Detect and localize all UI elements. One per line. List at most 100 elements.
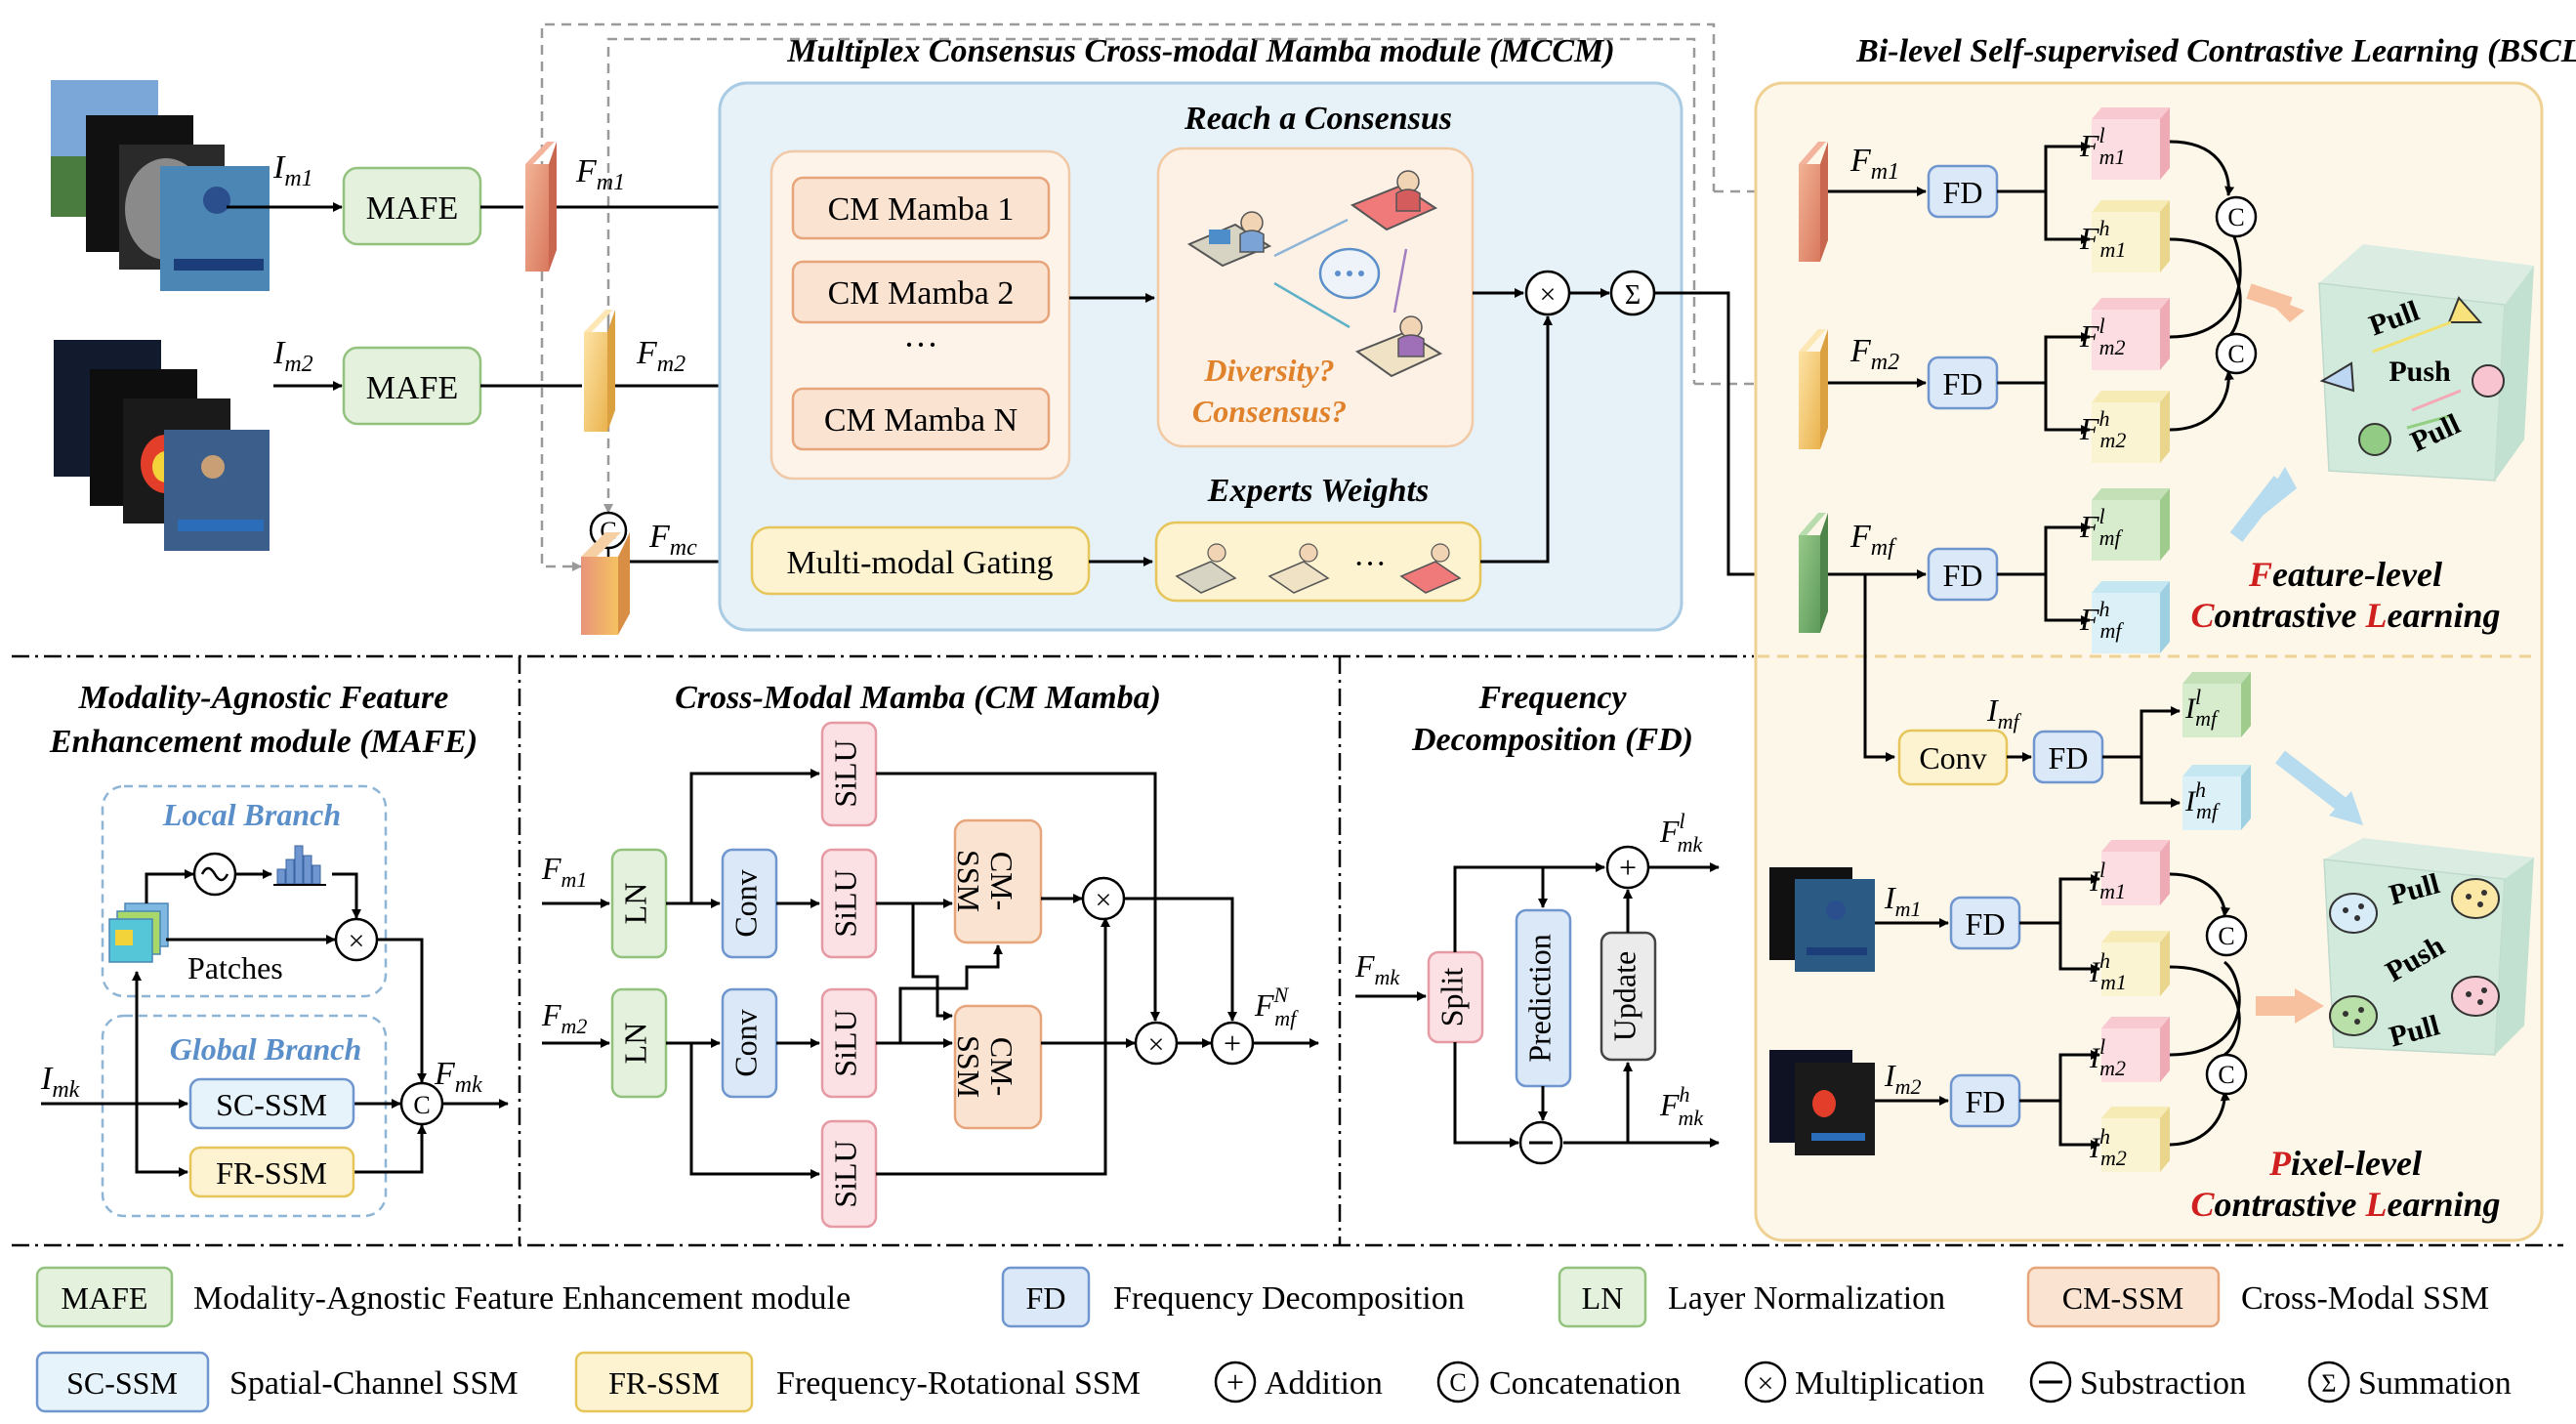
feature-level-label: Feature-level	[2248, 555, 2442, 594]
patches-icon	[108, 902, 169, 963]
svg-text:C: C	[1449, 1368, 1466, 1397]
legend-scssm-swatch	[35, 1351, 210, 1413]
cm-silu-2: SiLU	[820, 987, 878, 1099]
patches-label: Patches	[187, 950, 283, 985]
legend-cmssm-desc: Cross-Modal SSM	[2241, 1280, 2489, 1317]
pixel-contrastive-label: Contrastive Learning	[2190, 1185, 2500, 1224]
svg-text:+: +	[1226, 1364, 1244, 1400]
svg-text:SiLU: SiLU	[827, 739, 862, 807]
fd-panel-title-1: Frequency	[1477, 680, 1627, 716]
cm-mamba-1-block	[791, 176, 1051, 240]
fd-pixel-mf-branches	[2102, 706, 2181, 808]
legend-fd-swatch	[1001, 1266, 1091, 1328]
fd-block-feature-m2: FD	[1927, 356, 1999, 410]
diversity-label: Diversity?	[1203, 353, 1334, 388]
summation-symbol: Σ	[1625, 280, 1641, 311]
legend-mafe-desc: Modality-Agnostic Feature Enhancement mo…	[193, 1280, 851, 1317]
svg-text:SiLU: SiLU	[827, 1009, 862, 1076]
svg-text:×: ×	[1758, 1367, 1774, 1400]
pixel-i-m1-label: Im1	[1884, 880, 1922, 921]
cm-ssm-block-2: CM-SSM	[951, 1004, 1043, 1130]
legend-multiply-icon	[1744, 1361, 1787, 1403]
cm-silu-bottom: SiLU	[820, 1119, 878, 1229]
feature-concat-curves	[2169, 140, 2242, 432]
svg-text:FD: FD	[1966, 1084, 2006, 1119]
f-m2-label: Fm2	[636, 335, 686, 377]
fd-block-pixel-m1: FD	[1949, 896, 2021, 950]
cube-i-m2-h	[2101, 1107, 2170, 1172]
legend-mafe-key: MAFE	[62, 1280, 148, 1316]
svg-text:Split: Split	[1433, 968, 1469, 1027]
cm-mamba-1-label: CM Mamba 1	[828, 191, 1015, 228]
cm-silu-1: SiLU	[820, 848, 878, 959]
feature-push: Push	[2389, 356, 2451, 388]
legend-cmssm-key: CM-SSM	[2062, 1280, 2184, 1316]
concat-op-pixel-1: C	[2205, 914, 2248, 957]
svg-text:×: ×	[1096, 884, 1112, 916]
fourier-wave-icon	[200, 866, 229, 882]
legend-summation-icon	[2307, 1361, 2350, 1403]
concat-symbol: C	[413, 1091, 430, 1119]
bscl-f-mf-label: Fmf	[1849, 519, 1897, 561]
fd-pixel-branches	[2019, 874, 2100, 1150]
mafe-panel-title-1: Modality-Agnostic Feature	[78, 680, 449, 716]
fr-ssm-block	[188, 1146, 355, 1198]
expert-agent-illustrations	[1186, 170, 1443, 378]
cm-addition-op: +	[1210, 1021, 1255, 1066]
legend-concat-icon	[1436, 1361, 1479, 1403]
cube-i-m2-l	[2101, 1017, 2170, 1082]
svg-text:Conv: Conv	[727, 869, 763, 937]
mafe-panel-title-2: Enhancement module (MAFE)	[49, 724, 478, 760]
bscl-slab-f-m1	[1799, 142, 1828, 262]
pixel-contrast-space	[2323, 838, 2534, 1056]
mafe-i-mk-label: Imk	[40, 1061, 80, 1103]
svg-text:Prediction: Prediction	[1521, 934, 1557, 1063]
fd-update-block: Update	[1600, 931, 1657, 1062]
experts-weights-title: Experts Weights	[1207, 473, 1429, 509]
contrast-arrow-pixel-mf	[2275, 750, 2348, 813]
cm-f-m1-label: Fm1	[541, 851, 587, 892]
f-m1-label: Fm1	[575, 153, 625, 195]
fd-prediction-block: Prediction	[1515, 908, 1572, 1088]
svg-text:C: C	[2227, 340, 2244, 368]
legend-ln-desc: Layer Normalization	[1668, 1280, 1945, 1317]
svg-text:C: C	[2218, 1061, 2234, 1089]
bscl-f-m2-label: Fm2	[1849, 333, 1899, 375]
cm-silu-top: SiLU	[820, 721, 878, 827]
cm-f-m2-label: Fm2	[541, 997, 587, 1038]
cube-i-m1-l	[2101, 840, 2170, 905]
f-mc-label: Fmc	[648, 519, 697, 561]
fr-ssm-label: FR-SSM	[216, 1155, 327, 1191]
cube-f-mf-h	[2092, 581, 2170, 653]
fd-flow	[1355, 862, 1720, 1148]
legend-fd-key: FD	[1026, 1280, 1066, 1316]
cm-mamba-n-label: CM Mamba N	[824, 402, 1018, 439]
cm-ssm-block-1: CM-SSM	[951, 818, 1043, 944]
fd-subtraction-op	[1518, 1120, 1563, 1165]
svg-text:+: +	[1224, 1026, 1241, 1061]
pixel-i-m2-label: Im2	[1884, 1058, 1922, 1099]
svg-text:FD: FD	[1943, 558, 1983, 593]
cm-ln-1: LN	[610, 848, 668, 959]
fd-block-pixel-m2: FD	[1949, 1073, 2021, 1128]
svg-text:LN: LN	[617, 1023, 652, 1065]
multiply-symbol: ×	[1540, 278, 1557, 311]
cm-multiply-op-2: ×	[1134, 1021, 1179, 1066]
i-m1-label: Im1	[272, 149, 313, 191]
pixel-conv-label: Conv	[1919, 740, 1986, 775]
mafe-f-mk-label: Fmk	[434, 1056, 482, 1098]
mafe-block-m2-label: MAFE	[366, 370, 458, 406]
legend-frssm-swatch	[574, 1351, 754, 1413]
svg-text:FD: FD	[1943, 366, 1983, 401]
histogram-icon	[273, 845, 326, 886]
mafe-concat-op	[399, 1081, 444, 1126]
cube-i-mf-h	[2182, 765, 2251, 830]
cm-conv-1: Conv	[721, 848, 778, 959]
svg-text:FD: FD	[2049, 740, 2089, 775]
legend-cmssm-swatch	[2026, 1266, 2221, 1328]
